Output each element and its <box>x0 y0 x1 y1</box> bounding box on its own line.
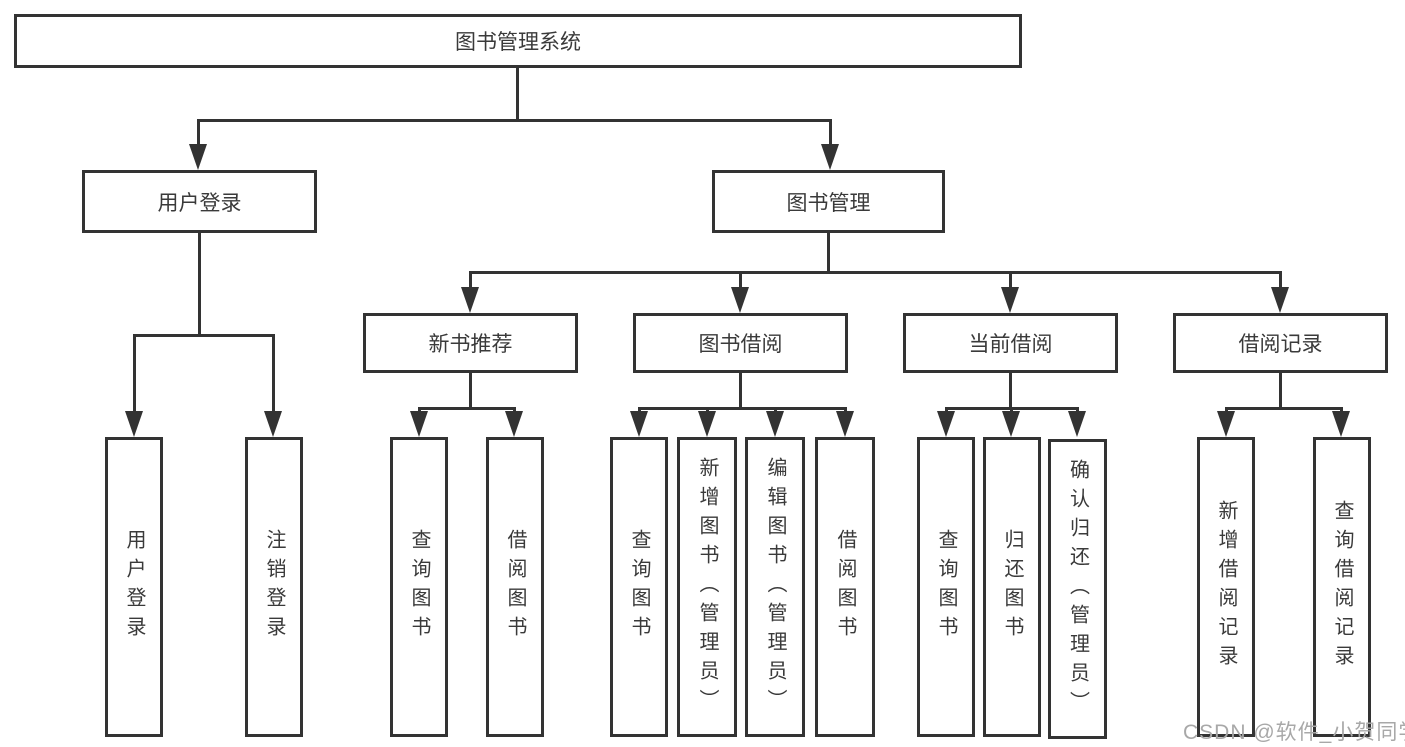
edge-root-to-user-login-line <box>197 119 200 157</box>
leaf-bb-edit-book-admin: 编辑图书（管理员） <box>745 437 805 737</box>
leaf-br-add-record: 新增借阅记录 <box>1197 437 1255 737</box>
arrow-to-br-query-icon <box>1332 411 1350 437</box>
arrow-to-rec-query-icon <box>410 411 428 437</box>
arrow-to-bb-query-icon <box>630 411 648 437</box>
leaf-logout: 注销登录 <box>245 437 303 737</box>
edge-book-mgmt-bar <box>469 271 1282 274</box>
edge-root-trunk <box>516 68 519 121</box>
node-library-management-system: 图书管理系统 <box>14 14 1022 68</box>
arrow-to-leaf-user-login-icon <box>125 411 143 437</box>
leaf-bb-borrow-book: 借阅图书 <box>815 437 875 737</box>
edge-root-to-book-mgmt-line <box>829 119 832 157</box>
leaf-cb-query-book: 查询图书 <box>917 437 975 737</box>
arrow-to-rec-borrow-icon <box>505 411 523 437</box>
leaf-br-query-record: 查询借阅记录 <box>1313 437 1371 737</box>
arrow-to-cb-confirm-icon <box>1068 411 1086 437</box>
leaf-rec-borrow-book: 借阅图书 <box>486 437 544 737</box>
edge-book-borrow-bar <box>638 407 847 410</box>
arrow-to-book-borrow-icon <box>731 287 749 313</box>
edge-root-bar <box>197 119 832 122</box>
leaf-bb-add-book-admin: 新增图书（管理员） <box>677 437 737 737</box>
edge-to-book-borrow-line <box>739 271 742 293</box>
arrow-to-bb-borrow-icon <box>836 411 854 437</box>
arrow-to-bb-add-icon <box>698 411 716 437</box>
arrow-to-cb-query-icon <box>937 411 955 437</box>
edge-to-current-borrow-line <box>1009 271 1012 293</box>
arrow-to-cb-return-icon <box>1002 411 1020 437</box>
edge-borrow-records-bar <box>1225 407 1343 410</box>
node-current-borrowing: 当前借阅 <box>903 313 1118 373</box>
node-book-borrowing: 图书借阅 <box>633 313 848 373</box>
edge-to-new-book-rec-line <box>469 271 472 293</box>
node-user-login: 用户登录 <box>82 170 317 233</box>
leaf-rec-query-book: 查询图书 <box>390 437 448 737</box>
edge-new-book-rec-bar <box>418 407 516 410</box>
arrow-to-user-login-icon <box>189 144 207 170</box>
arrow-to-br-add-icon <box>1217 411 1235 437</box>
leaf-user-login: 用户登录 <box>105 437 163 737</box>
node-new-book-recommendation: 新书推荐 <box>363 313 578 373</box>
arrow-to-leaf-logout-icon <box>264 411 282 437</box>
leaf-cb-return-book: 归还图书 <box>983 437 1041 737</box>
arrow-to-current-borrow-icon <box>1001 287 1019 313</box>
arrow-to-borrow-records-icon <box>1271 287 1289 313</box>
edge-borrow-records-trunk <box>1279 373 1282 409</box>
edge-to-leaf-user-login-line <box>133 334 136 414</box>
arrow-to-new-book-rec-icon <box>461 287 479 313</box>
node-borrowing-records: 借阅记录 <box>1173 313 1388 373</box>
arrow-to-book-mgmt-icon <box>821 144 839 170</box>
edge-book-borrow-trunk <box>739 373 742 409</box>
leaf-cb-confirm-return-admin: 确认归还（管理员） <box>1048 439 1107 739</box>
arrow-to-bb-edit-icon <box>766 411 784 437</box>
edge-user-login-bar <box>133 334 275 337</box>
edge-to-leaf-logout-line <box>272 334 275 414</box>
edge-new-book-rec-trunk <box>469 373 472 409</box>
leaf-bb-query-book: 查询图书 <box>610 437 668 737</box>
edge-current-borrow-trunk <box>1009 373 1012 409</box>
node-book-management: 图书管理 <box>712 170 945 233</box>
edge-book-mgmt-trunk <box>827 233 830 273</box>
edge-user-login-trunk <box>198 233 201 336</box>
edge-to-borrow-records-line <box>1279 271 1282 293</box>
csdn-watermark: CSDN @软件_小贺同学 <box>1183 721 1405 744</box>
